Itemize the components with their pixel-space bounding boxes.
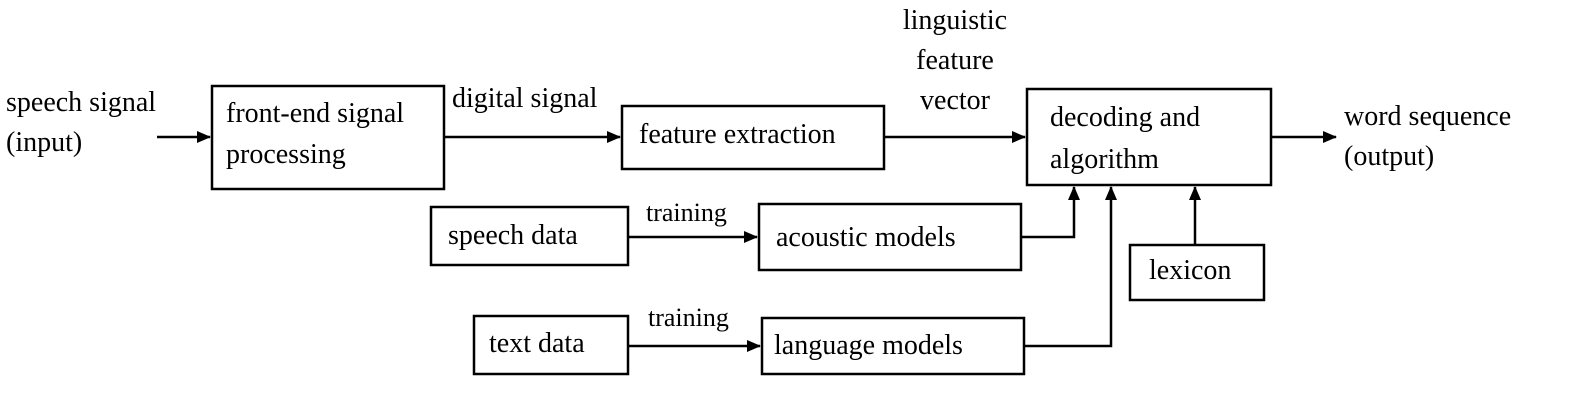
acoustic-models-label: acoustic models bbox=[776, 222, 956, 253]
decoding-label-line2: algorithm bbox=[1050, 144, 1159, 175]
output-label-line1: word sequence bbox=[1344, 101, 1512, 132]
lexicon-box bbox=[1128, 243, 1266, 302]
acoustic-to-decoding-arrow bbox=[1021, 186, 1080, 239]
feature-extraction-label: feature extraction bbox=[639, 119, 836, 150]
language-models-label: language models bbox=[774, 330, 963, 361]
speech-data-label: speech data bbox=[448, 220, 578, 251]
training-language-label: training bbox=[648, 303, 729, 332]
lexicon-label: lexicon bbox=[1149, 255, 1232, 286]
feature-vector-label-line2: feature bbox=[916, 45, 994, 76]
text-data-label: text data bbox=[489, 328, 585, 359]
feature-vector-label-line1: linguistic bbox=[902, 5, 1008, 36]
front-end-label-line2: processing bbox=[226, 139, 346, 170]
feature-vector-label-line3: vector bbox=[920, 85, 990, 116]
front-end-label-line1: front-end signal bbox=[226, 98, 405, 129]
input-label-line2: (input) bbox=[6, 127, 83, 158]
output-label-line2: (output) bbox=[1344, 141, 1435, 172]
language-to-decoding-arrow bbox=[1024, 186, 1117, 348]
decoding-label-line1: decoding and bbox=[1050, 102, 1201, 133]
input-label-line1: speech signal bbox=[6, 87, 157, 118]
training-acoustic-label: training bbox=[646, 198, 727, 227]
digital-signal-label: digital signal bbox=[452, 83, 598, 114]
